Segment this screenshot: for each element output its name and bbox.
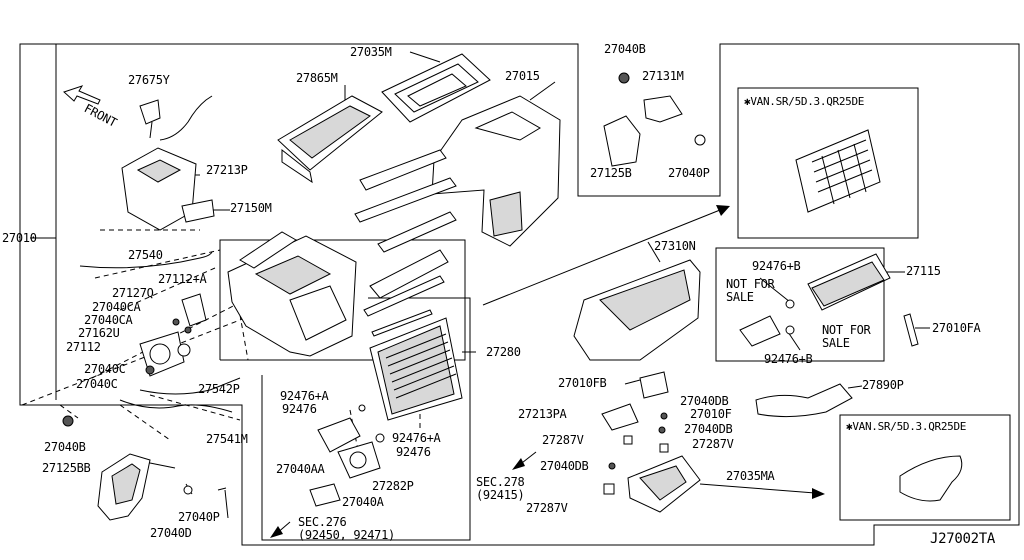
part-27675Y[interactable]: 27675Y: [128, 73, 170, 87]
part-27040C-b[interactable]: 27040C: [76, 377, 118, 391]
part-27213PA[interactable]: 27213PA: [518, 407, 567, 421]
duct-27131M: [603, 72, 706, 167]
part-27040P-bot[interactable]: 27040P: [178, 510, 220, 524]
sec276-sub: (92450, 92471): [298, 528, 395, 542]
part-27040AA[interactable]: 27040AA: [276, 462, 325, 476]
part-27115[interactable]: 27115: [906, 264, 941, 278]
not-for-sale-1-line2: SALE: [726, 290, 754, 304]
part-27125B[interactable]: 27125B: [590, 166, 632, 180]
part-27040C-a[interactable]: 27040C: [84, 362, 126, 376]
part-27040P-top[interactable]: 27040P: [668, 166, 710, 180]
van-filter-art: [795, 129, 963, 502]
actuator-27213P: [121, 147, 215, 231]
part-92476-A-b[interactable]: 92476+A: [392, 431, 441, 445]
diagram-id: J27002TA: [930, 531, 996, 547]
part-27127Q[interactable]: 27127Q: [112, 286, 154, 300]
sec278-ref[interactable]: SEC.278: [476, 475, 525, 489]
part-27040CA-b[interactable]: 27040CA: [84, 313, 133, 327]
duct-27035MA: [627, 455, 701, 513]
sec276-ref[interactable]: SEC.276: [298, 515, 347, 529]
part-27112-A[interactable]: 27112+A: [158, 272, 207, 286]
part-92476-b[interactable]: 92476: [396, 445, 431, 459]
van-note-top: ✱VAN.SR/5D.3.QR25DE: [744, 95, 865, 108]
van-note-bottom: ✱VAN.SR/5D.3.QR25DE: [846, 420, 967, 433]
part-27040B-top[interactable]: 27040B: [604, 42, 646, 56]
sensor-27675Y: [139, 95, 213, 141]
part-27015[interactable]: 27015: [505, 69, 540, 83]
case-27015: [431, 95, 561, 247]
part-92476-a[interactable]: 92476: [282, 402, 317, 416]
part-27010FB[interactable]: 27010FB: [558, 376, 607, 390]
part-92476-B-top[interactable]: 92476+B: [752, 259, 801, 273]
part-27040DB-b[interactable]: 27040DB: [684, 422, 733, 436]
hose-27890P: [755, 383, 853, 418]
part-27010F[interactable]: 27010F: [690, 407, 732, 421]
part-27040CA-a[interactable]: 27040CA: [92, 300, 141, 314]
part-27287V-b[interactable]: 27287V: [692, 437, 734, 451]
part-27287V-a[interactable]: 27287V: [542, 433, 584, 447]
not-for-sale-1-line1: NOT FOR: [726, 277, 775, 291]
dashed-leaders: [21, 229, 421, 461]
part-27540[interactable]: 27540: [128, 248, 163, 262]
part-27010FA[interactable]: 27010FA: [932, 321, 981, 335]
part-27112[interactable]: 27112: [66, 340, 101, 354]
part-27040DB-c[interactable]: 27040DB: [540, 459, 589, 473]
blower-27310N: [573, 259, 701, 399]
hvac-main-unit: [227, 231, 357, 357]
part-92476-A-a[interactable]: 92476+A: [280, 389, 329, 403]
large-arrows: [63, 85, 825, 538]
louver-parts: [354, 149, 457, 337]
part-27282P[interactable]: 27282P: [372, 479, 414, 493]
part-27035M[interactable]: 27035M: [350, 45, 392, 59]
part-27280[interactable]: 27280: [486, 345, 521, 359]
part-27125BB[interactable]: 27125BB: [42, 461, 91, 475]
not-for-sale-2-line2: SALE: [822, 336, 850, 350]
sec278-sub: (92415): [476, 488, 525, 502]
part-27542P[interactable]: 27542P: [198, 382, 240, 396]
heater-core-27280: [369, 317, 463, 421]
not-for-sale-2-line1: NOT FOR: [822, 323, 871, 337]
part-27310N[interactable]: 27310N: [654, 239, 696, 253]
part-27131M[interactable]: 27131M: [642, 69, 684, 83]
part-27040A[interactable]: 27040A: [342, 495, 384, 509]
housing-27865M: [277, 95, 383, 184]
part-27040D[interactable]: 27040D: [150, 526, 192, 540]
part-27162U[interactable]: 27162U: [78, 326, 120, 340]
part-27287V-c[interactable]: 27287V: [526, 501, 568, 515]
part-27865M[interactable]: 27865M: [296, 71, 338, 85]
core-27115: [739, 253, 919, 347]
part-27040DB-a[interactable]: 27040DB: [680, 394, 729, 408]
part-27213P[interactable]: 27213P: [206, 163, 248, 177]
duct-27035M: [381, 53, 491, 123]
part-27890P[interactable]: 27890P: [862, 378, 904, 392]
part-27010[interactable]: 27010: [2, 231, 37, 245]
part-27150M[interactable]: 27150M: [230, 201, 272, 215]
part-27035MA[interactable]: 27035MA: [726, 469, 775, 483]
left-lower-parts: [119, 293, 241, 413]
part-27541M[interactable]: 27541M: [206, 432, 248, 446]
part-27040B-left[interactable]: 27040B: [44, 440, 86, 454]
part-92476-B-bot[interactable]: 92476+B: [764, 352, 813, 366]
main-outline: [19, 43, 1020, 546]
wire-27540: [79, 251, 213, 269]
clips: [601, 403, 669, 495]
duct-27125BB: [62, 415, 227, 521]
pipes-27040AA: [309, 404, 385, 507]
